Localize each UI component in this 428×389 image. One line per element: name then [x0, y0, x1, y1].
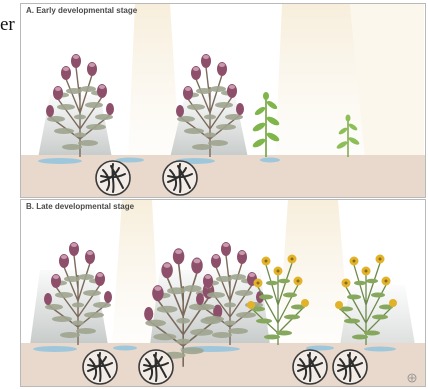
root-zoom-icon: [139, 350, 173, 384]
root-zoom-icon: [96, 161, 130, 195]
panel-b-label: B. Late developmental stage: [26, 202, 135, 211]
sun-light-beam: [275, 4, 365, 160]
root-zoom-icon: [333, 350, 367, 384]
truncated-text: er: [0, 14, 20, 36]
ecology-figure: A. Early developmental stage: [20, 0, 428, 389]
panel-b: B. Late developmental stage: [21, 200, 426, 387]
root-zoom-icon: [163, 161, 197, 195]
root-zoom-icon: [293, 350, 327, 384]
panel-a: A. Early developmental stage: [21, 4, 426, 198]
root-zoom-icon: [83, 350, 117, 384]
logo-mark-icon: [408, 374, 416, 382]
panel-a-label: A. Early developmental stage: [26, 6, 138, 15]
